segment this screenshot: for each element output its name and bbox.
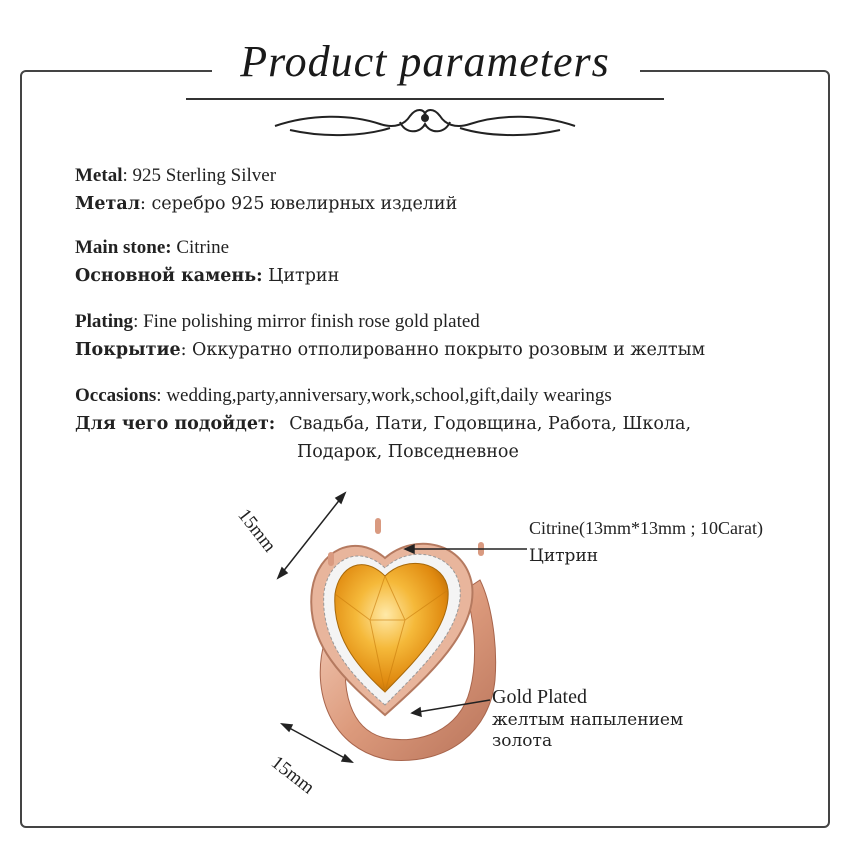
occasions-value-en: wedding,party,anniversary,work,school,gi… bbox=[161, 385, 612, 406]
plating-callout-ru-2: золота bbox=[492, 731, 553, 751]
metal-sep-ru: : bbox=[140, 194, 146, 214]
title-underline bbox=[186, 98, 664, 100]
occasions-label-en: Occasions bbox=[75, 385, 157, 406]
plating-label-ru: Покрытие bbox=[75, 340, 181, 360]
metal-value-en: 925 Sterling Silver bbox=[127, 165, 277, 186]
spec-plating: Plating: Fine polishing mirror finish ro… bbox=[75, 308, 705, 364]
title-background bbox=[212, 58, 640, 88]
plating-sep-en: : bbox=[133, 311, 139, 332]
occasions-value-ru-2: Подарок, Повседневное bbox=[297, 442, 519, 462]
ring-image bbox=[310, 518, 497, 761]
stone-value-en: Citrine bbox=[171, 237, 230, 258]
stone-value-ru: Цитрин bbox=[262, 266, 340, 286]
stone-label-ru: Основной камень: bbox=[75, 266, 263, 286]
spec-main-stone: Main stone: Citrine Основной камень: Цит… bbox=[75, 234, 339, 290]
plating-callout-ru-1: желтым напылением bbox=[492, 710, 684, 730]
metal-sep-en: : bbox=[122, 165, 128, 186]
plating-callout-en: Gold Plated bbox=[492, 686, 587, 708]
occasions-label-ru: Для чего подойдет: bbox=[75, 414, 276, 434]
plating-label-en: Plating bbox=[75, 311, 134, 332]
metal-value-ru: серебро 925 ювелирных изделий bbox=[145, 194, 458, 214]
ornament-flourish-icon bbox=[274, 109, 576, 137]
stone-label-en: Main stone: bbox=[75, 237, 172, 258]
stone-callout-ru: Цитрин bbox=[529, 546, 599, 566]
page-title: Product parameters bbox=[240, 37, 610, 86]
plating-value-en: Fine polishing mirror finish rose gold p… bbox=[138, 311, 480, 332]
occasions-sep-en: : bbox=[156, 385, 162, 406]
occasions-value-ru-1: Свадьба, Пати, Годовщина, Работа, Школа, bbox=[289, 414, 692, 434]
plating-sep-ru: : bbox=[180, 340, 187, 360]
metal-label-en: Metal bbox=[75, 165, 123, 186]
spec-occasions: Occasions: wedding,party,anniversary,wor… bbox=[75, 382, 691, 466]
metal-label-ru: Метал bbox=[75, 194, 141, 214]
stone-callout-en: Citrine(13mm*13mm ; 10Carat) bbox=[529, 518, 763, 538]
spec-metal: Metal: 925 Sterling Silver Метал: серебр… bbox=[75, 162, 457, 218]
plating-value-ru: Оккуратно отполированно покрыто розовым … bbox=[186, 340, 706, 360]
